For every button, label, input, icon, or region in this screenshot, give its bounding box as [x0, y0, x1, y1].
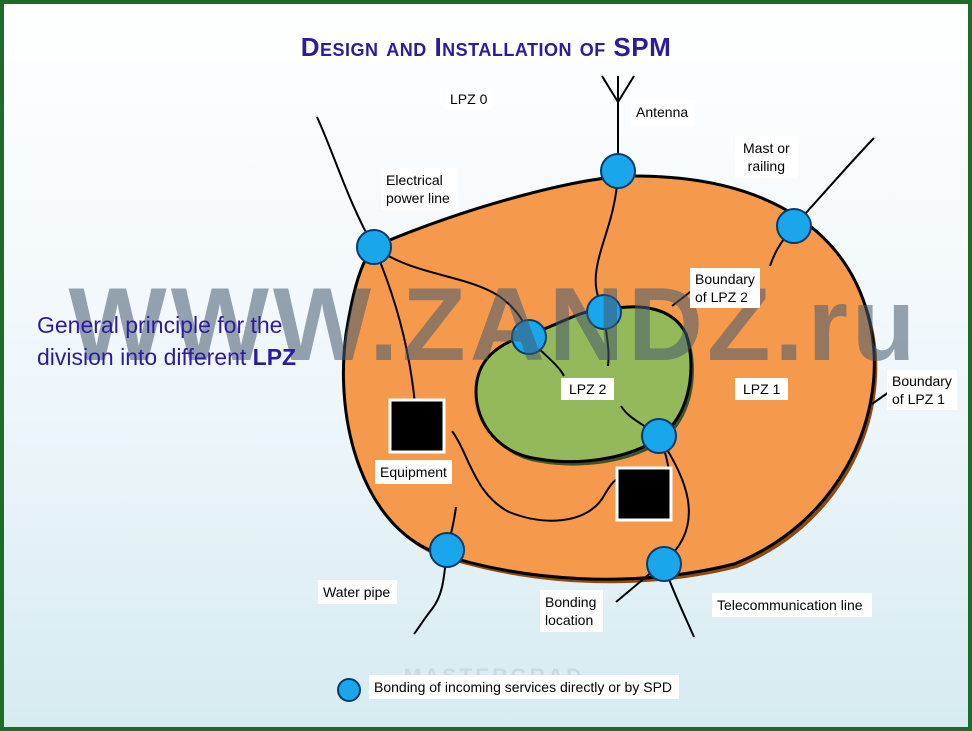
bonding-point-lpz2-right: [641, 418, 677, 454]
mast-label-line1: Mast or: [743, 140, 790, 156]
bonding-location-label: Bonding location: [540, 590, 604, 632]
slide: Design and Installation of SPM: [4, 4, 968, 727]
bonding-points: [356, 153, 812, 582]
bonding-point-mast: [776, 208, 812, 244]
lpz2-label: LPZ 2: [561, 378, 615, 400]
bonding-location-label-line1: Bonding: [545, 594, 597, 610]
bonding-point-antenna: [600, 153, 636, 189]
water-pipe-line: [413, 550, 448, 635]
bonding-point-lpz2-left: [511, 319, 547, 355]
equipment-box-right: [615, 466, 673, 522]
lpz0-label: LPZ 0: [445, 88, 493, 110]
water-pipe-label: Water pipe: [318, 580, 398, 604]
power-line-label: Electrical power line: [381, 168, 458, 210]
lpz1-boundary-pointer: [871, 391, 890, 405]
lpz2-boundary-label: Boundary of LPZ 2: [690, 268, 760, 308]
antenna-prong-right: [617, 75, 635, 103]
legend-bonding-icon: [337, 678, 361, 702]
equipment-label: Equipment: [375, 460, 452, 484]
equipment-box-left: [388, 398, 446, 454]
lpz1-label: LPZ 1: [735, 378, 789, 400]
mast-label-line2: railing: [747, 158, 786, 174]
bonding-location-label-line2: location: [545, 612, 594, 628]
legend-text: Bonding of incoming services directly or…: [369, 675, 680, 699]
mast-label: Mast or railing: [735, 136, 798, 178]
lpz2-boundary-label-line2: of LPZ 2: [695, 289, 748, 305]
lpz1-boundary-label-line1: Boundary: [892, 373, 952, 389]
telecom-label: Telecommunication line: [712, 593, 872, 617]
lpz1-boundary-label-line2: of LPZ 1: [892, 391, 945, 407]
antenna-label: Antenna: [631, 100, 696, 127]
bonding-point-power: [356, 229, 392, 265]
principle-text: General principle for the division into …: [37, 309, 317, 373]
principle-emphasis: LPZ: [252, 344, 297, 370]
lpz2-boundary-label-line1: Boundary: [695, 271, 755, 287]
bonding-point-telecom: [646, 546, 682, 582]
equipment-left-cable: [451, 430, 621, 522]
power-line-label-line2: power line: [386, 190, 450, 206]
page-title: Design and Installation of SPM: [300, 32, 672, 62]
lpz1-boundary-label: Boundary of LPZ 1: [887, 370, 957, 410]
bonding-point-water: [429, 532, 465, 568]
principle-line: General principle for the division into …: [37, 312, 283, 370]
power-line-label-line1: Electrical: [386, 172, 443, 188]
antenna-prong-left: [601, 75, 619, 103]
bonding-point-lpz2-top: [586, 294, 622, 330]
